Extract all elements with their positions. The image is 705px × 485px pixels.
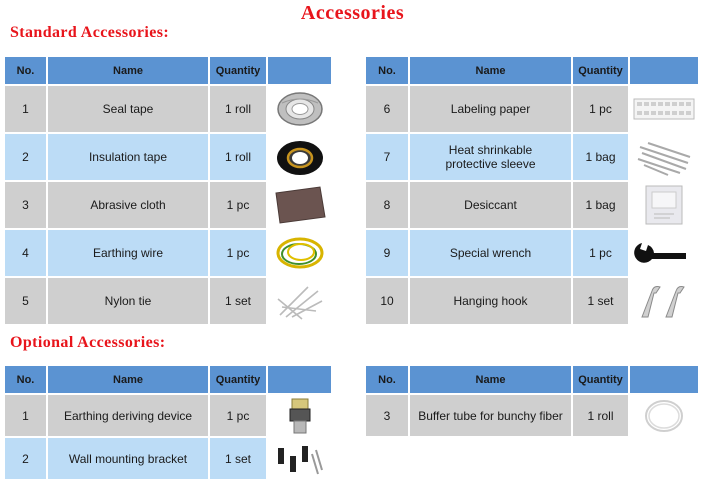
item-name: Insulation tape xyxy=(48,134,208,180)
seal-tape-icon xyxy=(268,86,331,132)
optional-accessories-table-left: No. Name Quantity 1 Earthing deriving de… xyxy=(3,364,333,481)
standard-accessories-heading: Standard Accessories: xyxy=(10,24,170,41)
table-row: 2 Insulation tape 1 roll xyxy=(5,134,331,180)
table-row: 3 Buffer tube for bunchy fiber 1 roll xyxy=(366,395,698,436)
item-no: 7 xyxy=(366,134,408,180)
item-no: 8 xyxy=(366,182,408,228)
item-name: Earthing deriving device xyxy=(48,395,208,436)
table-header-row: No. Name Quantity xyxy=(5,366,331,393)
item-name-line2: protective sleeve xyxy=(445,157,536,171)
header-no: No. xyxy=(366,57,408,84)
table-row: 6 Labeling paper 1 pc xyxy=(366,86,698,132)
item-no: 3 xyxy=(5,182,46,228)
item-quantity: 1 pc xyxy=(573,86,628,132)
item-quantity: 1 set xyxy=(210,278,266,324)
item-quantity: 1 pc xyxy=(210,230,266,276)
item-quantity: 1 set xyxy=(210,438,266,479)
table-row: 3 Abrasive cloth 1 pc xyxy=(5,182,331,228)
item-quantity: 1 bag xyxy=(573,134,628,180)
header-image xyxy=(630,57,698,84)
optional-accessories-table-right: No. Name Quantity 3 Buffer tube for bunc… xyxy=(364,364,700,438)
item-quantity: 1 pc xyxy=(210,395,266,436)
header-image xyxy=(268,366,331,393)
item-quantity: 1 pc xyxy=(210,182,266,228)
item-quantity: 1 bag xyxy=(573,182,628,228)
wall-bracket-icon xyxy=(268,438,331,479)
labeling-paper-icon xyxy=(630,86,698,132)
header-name: Name xyxy=(48,57,208,84)
header-image xyxy=(268,57,331,84)
header-no: No. xyxy=(366,366,408,393)
header-quantity: Quantity xyxy=(573,57,628,84)
table-row: 7 Heat shrinkable protective sleeve 1 ba… xyxy=(366,134,698,180)
table-header-row: No. Name Quantity xyxy=(366,57,698,84)
header-name: Name xyxy=(410,57,571,84)
item-quantity: 1 roll xyxy=(210,86,266,132)
insulation-tape-icon xyxy=(268,134,331,180)
header-name: Name xyxy=(48,366,208,393)
table-row: 8 Desiccant 1 bag xyxy=(366,182,698,228)
wrench-icon xyxy=(630,230,698,276)
table-row: 1 Seal tape 1 roll xyxy=(5,86,331,132)
item-name-line1: Heat shrinkable xyxy=(448,143,533,157)
item-name: Nylon tie xyxy=(48,278,208,324)
item-quantity: 1 roll xyxy=(573,395,628,436)
heat-shrink-sleeve-icon xyxy=(630,134,698,180)
header-no: No. xyxy=(5,57,46,84)
header-name: Name xyxy=(410,366,571,393)
item-name: Abrasive cloth xyxy=(48,182,208,228)
item-name: Buffer tube for bunchy fiber xyxy=(410,395,571,436)
item-name: Earthing wire xyxy=(48,230,208,276)
earthing-device-icon xyxy=(268,395,331,436)
item-no: 6 xyxy=(366,86,408,132)
item-no: 4 xyxy=(5,230,46,276)
header-no: No. xyxy=(5,366,46,393)
item-quantity: 1 set xyxy=(573,278,628,324)
nylon-tie-icon xyxy=(268,278,331,324)
abrasive-cloth-icon xyxy=(268,182,331,228)
item-name: Wall mounting bracket xyxy=(48,438,208,479)
item-no: 5 xyxy=(5,278,46,324)
item-name: Special wrench xyxy=(410,230,571,276)
item-quantity: 1 pc xyxy=(573,230,628,276)
item-name: Labeling paper xyxy=(410,86,571,132)
standard-accessories-table-right: No. Name Quantity 6 Labeling paper 1 pc … xyxy=(364,55,700,326)
item-no: 10 xyxy=(366,278,408,324)
table-header-row: No. Name Quantity xyxy=(366,366,698,393)
table-row: 4 Earthing wire 1 pc xyxy=(5,230,331,276)
item-no: 3 xyxy=(366,395,408,436)
item-no: 2 xyxy=(5,134,46,180)
item-no: 1 xyxy=(5,86,46,132)
table-row: 1 Earthing deriving device 1 pc xyxy=(5,395,331,436)
table-row: 10 Hanging hook 1 set xyxy=(366,278,698,324)
item-name: Seal tape xyxy=(48,86,208,132)
item-name: Heat shrinkable protective sleeve xyxy=(410,134,571,180)
item-name: Hanging hook xyxy=(410,278,571,324)
header-quantity: Quantity xyxy=(210,366,266,393)
page-title: Accessories xyxy=(300,2,405,24)
item-no: 9 xyxy=(366,230,408,276)
item-no: 2 xyxy=(5,438,46,479)
table-row: 9 Special wrench 1 pc xyxy=(366,230,698,276)
table-header-row: No. Name Quantity xyxy=(5,57,331,84)
earthing-wire-icon xyxy=(268,230,331,276)
header-quantity: Quantity xyxy=(573,366,628,393)
desiccant-icon xyxy=(630,182,698,228)
buffer-tube-icon xyxy=(630,395,698,436)
table-row: 5 Nylon tie 1 set xyxy=(5,278,331,324)
item-no: 1 xyxy=(5,395,46,436)
item-quantity: 1 roll xyxy=(210,134,266,180)
table-row: 2 Wall mounting bracket 1 set xyxy=(5,438,331,479)
optional-accessories-heading: Optional Accessories: xyxy=(10,334,166,351)
header-quantity: Quantity xyxy=(210,57,266,84)
header-image xyxy=(630,366,698,393)
item-name: Desiccant xyxy=(410,182,571,228)
hanging-hook-icon xyxy=(630,278,698,324)
standard-accessories-table-left: No. Name Quantity 1 Seal tape 1 roll 2 I… xyxy=(3,55,333,326)
